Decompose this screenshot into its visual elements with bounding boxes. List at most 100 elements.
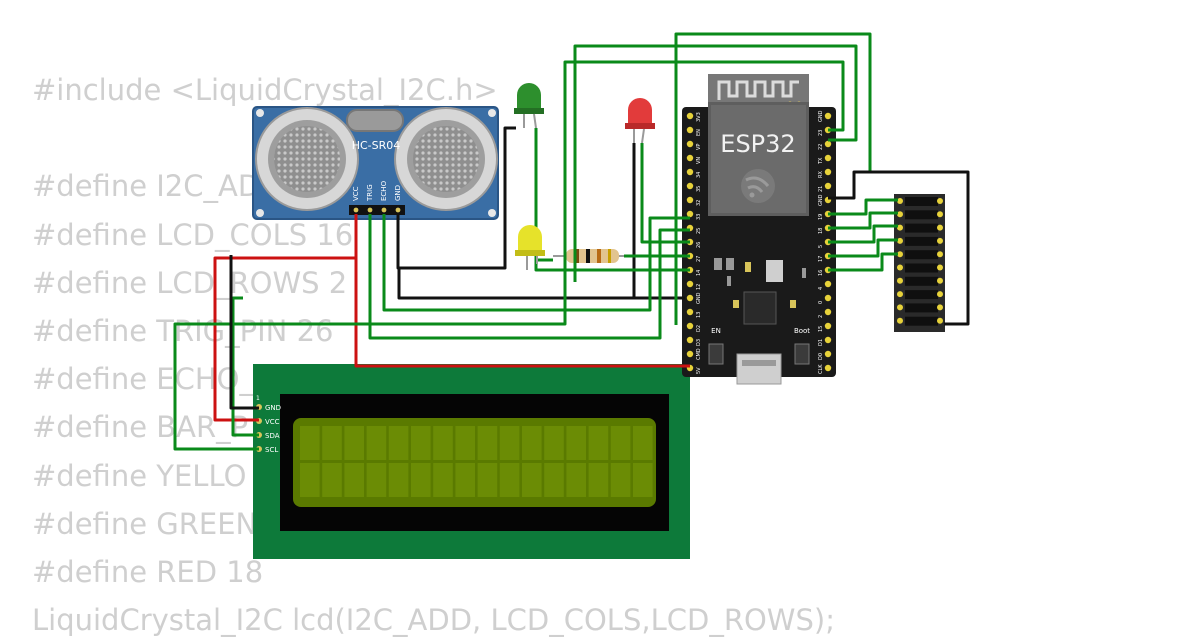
esp32-left-pin[interactable] (686, 322, 694, 330)
lcd-cell (588, 426, 609, 460)
esp32-right-pin[interactable] (824, 154, 832, 162)
esp32-left-pin[interactable] (686, 196, 694, 204)
esp32-right-pin[interactable] (824, 168, 832, 176)
esp32-right-pin-label: GND (818, 110, 824, 122)
bar-segment (905, 236, 938, 246)
esp32-left-pin-label: 5V (696, 367, 702, 374)
en-button[interactable] (708, 343, 724, 365)
esp32-right-pin[interactable] (824, 364, 832, 372)
bar-pin-right[interactable] (937, 317, 943, 324)
lcd-cell (588, 463, 609, 497)
lcd-character-grid (300, 426, 653, 497)
esp32-left-pin[interactable] (686, 126, 694, 134)
led-bar-graph[interactable] (894, 194, 945, 332)
sensor-name: HC-SR04 (352, 139, 401, 152)
esp32-right-pin[interactable] (824, 294, 832, 302)
bar-pin-right[interactable] (937, 277, 943, 284)
lcd-cell (366, 426, 387, 460)
esp32-left-pin[interactable] (686, 294, 694, 302)
lcd-cell (300, 463, 320, 497)
esp32-right-pin[interactable] (824, 140, 832, 148)
esp32-left-pin[interactable] (686, 210, 694, 218)
bar-pin-left[interactable] (897, 237, 903, 244)
lcd-pin-index: 1 (256, 395, 260, 402)
bar-pin-right[interactable] (937, 304, 943, 311)
lcd-cell (322, 463, 342, 497)
bar-pin-left[interactable] (897, 198, 903, 204)
esp32-left-pin[interactable] (686, 336, 694, 344)
lcd-pin-sda: SDA (265, 432, 280, 440)
esp32-right-pin[interactable] (824, 182, 832, 190)
ultrasonic-sensor[interactable]: HC-SR04 VCC TRIG ECHO GND (252, 106, 499, 220)
bar-pin-left[interactable] (897, 317, 903, 324)
circuit-canvas: HC-SR04 VCC TRIG ECHO GND 1 GND VCC SDA … (173, 32, 970, 559)
code-line: #define BAR_P (32, 410, 249, 445)
bar-pin-right[interactable] (937, 291, 943, 298)
esp32-left-pin[interactable] (686, 182, 694, 190)
bar-pin-right[interactable] (937, 211, 943, 218)
esp32-right-pin-label: 4 (818, 287, 824, 290)
en-button-label: EN (711, 327, 721, 335)
lcd-pin-gnd: GND (265, 404, 281, 412)
esp32-right-pin-label: 22 (818, 144, 824, 150)
yellow-led[interactable] (515, 225, 545, 270)
bar-pin-left[interactable] (897, 211, 903, 218)
lcd-cell (322, 426, 342, 460)
esp32-board[interactable]: ESP32 EN Boot 3V3ENVPVN34353233252627141… (682, 74, 836, 385)
sensor-pin-gnd: GND (394, 185, 402, 201)
esp32-right-pin[interactable] (824, 280, 832, 288)
bar-pin-left[interactable] (897, 304, 903, 311)
esp32-left-pin[interactable] (686, 350, 694, 358)
esp32-right-pin-label: 5 (818, 245, 824, 248)
bar-segment (905, 263, 938, 273)
lcd-cell (411, 426, 431, 460)
esp32-left-pin[interactable] (686, 280, 694, 288)
red-led[interactable] (625, 98, 655, 144)
bar-pin-left[interactable] (897, 291, 903, 298)
lcd-pin-scl: SCL (265, 446, 278, 454)
bar-pin-left[interactable] (897, 224, 903, 231)
lcd-display[interactable]: 1 GND VCC SDA SCL (253, 364, 690, 559)
esp32-right-pin[interactable] (824, 308, 832, 316)
bar-pin-right[interactable] (937, 251, 943, 258)
bar-pin-right[interactable] (937, 264, 943, 271)
esp32-left-pin[interactable] (686, 154, 694, 162)
esp32-right-pin[interactable] (824, 336, 832, 344)
bar-segment (905, 197, 938, 206)
code-line: #define LCD_ROWS 2 (32, 265, 348, 300)
lcd-cell (499, 426, 520, 460)
bar-pin-right[interactable] (937, 224, 943, 231)
esp32-left-pin-label: D3 (696, 339, 702, 346)
wires (173, 32, 970, 451)
esp32-right-pin-label: 16 (818, 270, 824, 276)
lcd-cell (522, 463, 542, 497)
esp32-right-pin[interactable] (824, 322, 832, 330)
boot-button[interactable] (794, 343, 810, 365)
esp32-left-pin-label: 34 (696, 172, 702, 178)
esp32-right-pin[interactable] (824, 112, 832, 120)
esp32-right-pin-label: 0 (818, 301, 824, 304)
esp32-left-pin-label: 12 (696, 284, 702, 290)
bar-pin-right[interactable] (937, 198, 943, 204)
bar-segment (905, 250, 938, 260)
esp32-right-pin[interactable] (824, 350, 832, 358)
bar-pin-left[interactable] (897, 264, 903, 271)
esp32-right-pin-label: 17 (818, 256, 824, 262)
bar-pin-right[interactable] (937, 237, 943, 244)
esp32-left-pin-label: 26 (696, 242, 702, 248)
esp32-left-pin[interactable] (686, 308, 694, 316)
lcd-cell (477, 463, 498, 497)
esp32-left-pin[interactable] (686, 140, 694, 148)
lcd-cell (610, 426, 631, 460)
esp32-left-pin-label: 25 (696, 228, 702, 234)
esp32-left-pin[interactable] (686, 112, 694, 120)
esp32-left-pin[interactable] (686, 168, 694, 176)
green-led[interactable] (514, 83, 544, 129)
bar-pin-left[interactable] (897, 251, 903, 258)
bar-pin-left[interactable] (897, 277, 903, 284)
esp32-right-pin-label: D1 (818, 339, 824, 346)
esp32-right-pin-label: RX (818, 171, 824, 178)
bar-segment (905, 303, 938, 313)
usb-connector-icon (736, 353, 782, 385)
lcd-cell (411, 463, 431, 497)
